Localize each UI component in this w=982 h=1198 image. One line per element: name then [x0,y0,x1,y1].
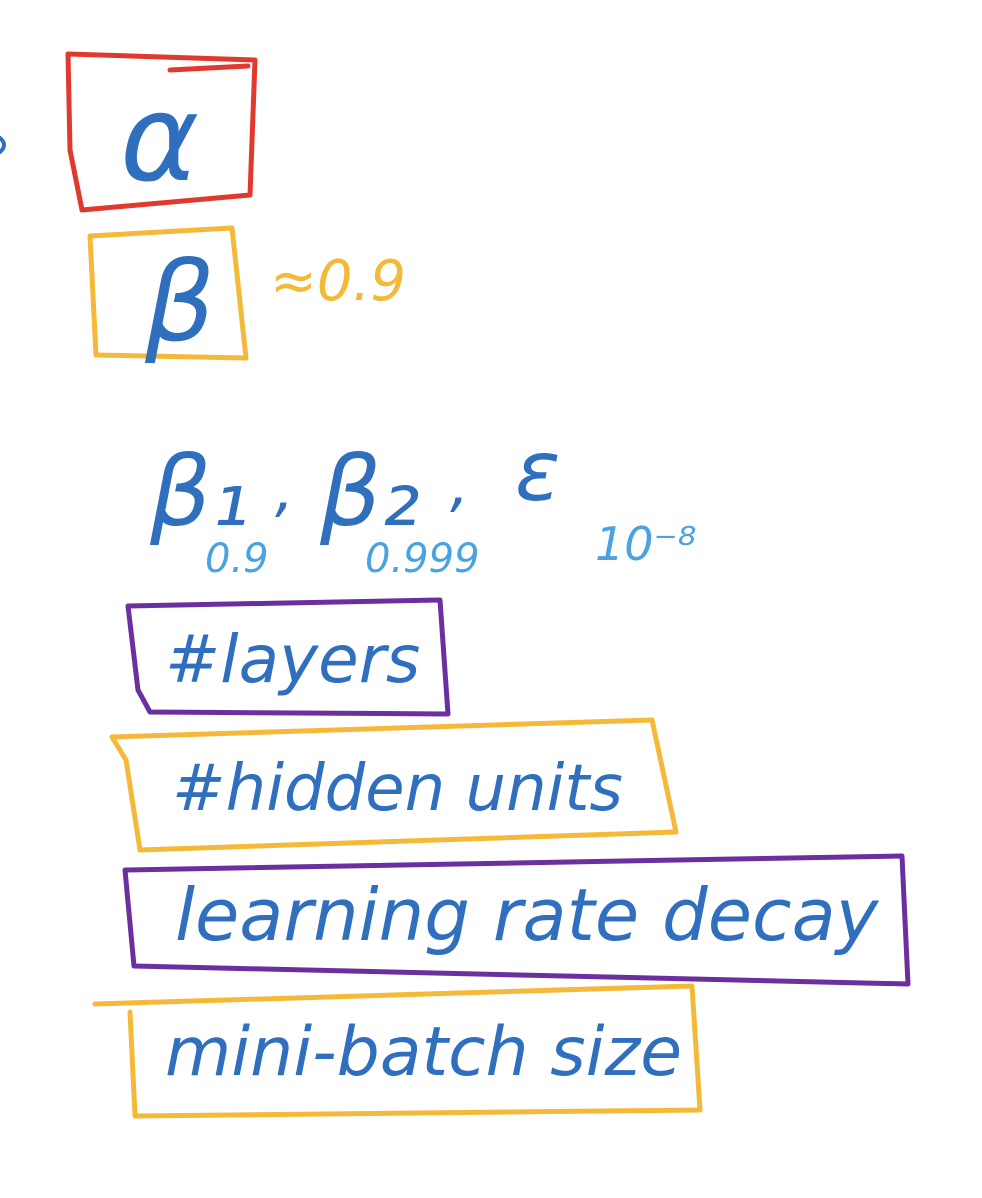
mini-batch-label: mini-batch size [165,1013,682,1092]
lr-decay-label: learning rate decay [175,873,880,957]
beta-symbol: β [144,238,215,366]
alpha-box-overlap [167,63,251,73]
epsilon-symbol: ε [515,422,560,520]
beta2-symbol: β₂ [319,436,420,548]
mini-batch-box [92,983,703,1119]
comma-1: , [275,455,294,525]
hidden-units-label: #hidden units [172,752,623,826]
beta1-symbol: β₁ [149,436,250,548]
beta1-value: 0.9 [205,536,269,582]
beta2-value: 0.999 [365,536,480,582]
lr-decay-box [122,853,911,987]
epsilon-value: 10⁻⁸ [595,517,696,571]
beta-value: ≈0.9 [270,249,406,314]
alpha-symbol: α [120,70,199,209]
comma-2: , [450,450,469,520]
layers-box [125,597,451,717]
beta-box [87,225,249,361]
hidden-units-box [109,717,679,853]
stray-stroke [0,136,6,154]
layers-label: #layers [165,621,420,698]
alpha-box [65,51,258,213]
